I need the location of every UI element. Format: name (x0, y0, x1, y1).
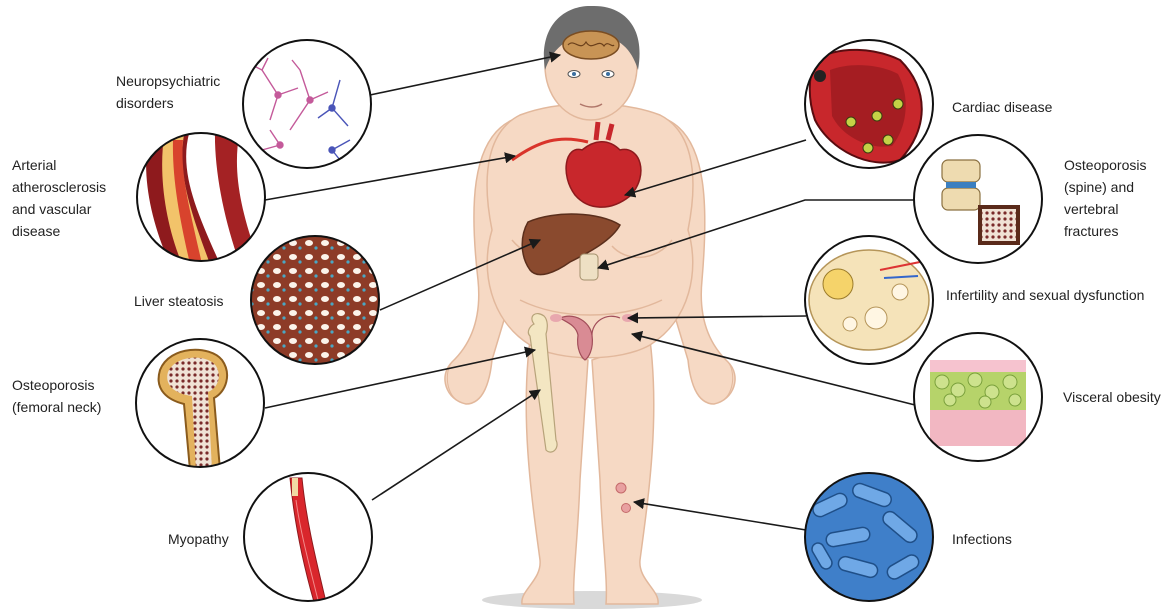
label-line: Infections (952, 528, 1012, 550)
muscle-fibre-icon (244, 473, 372, 602)
arrow-myopathy (372, 390, 540, 500)
label-line: Visceral obesity (1063, 386, 1161, 408)
label-neuropsychiatric: Neuropsychiatric disorders (116, 70, 220, 114)
label-line: disease (12, 220, 106, 242)
fatty-liver-tissue-icon (251, 236, 379, 364)
bacteria-icon (805, 473, 933, 601)
ovary-icon (805, 236, 933, 364)
label-line: vertebral (1064, 198, 1146, 220)
label-line: Myopathy (168, 528, 229, 550)
femur-bone-icon (136, 339, 264, 470)
label-line: (femoral neck) (12, 396, 101, 418)
heart-cross-section-icon (805, 40, 933, 168)
adipose-tissue-icon (914, 333, 1042, 461)
label-line: Arterial (12, 154, 106, 176)
label-spine: Osteoporosis (spine) and vertebral fract… (1064, 154, 1146, 242)
arrow-neuro (370, 55, 560, 95)
label-line: Cardiac disease (952, 96, 1052, 118)
label-line: disorders (116, 92, 220, 114)
floor-shadow (482, 591, 702, 609)
neuron-network-icon (243, 40, 371, 168)
brain-icon (563, 31, 619, 59)
label-line: (spine) and (1064, 176, 1146, 198)
label-femoral: Osteoporosis (femoral neck) (12, 374, 101, 418)
label-line: fractures (1064, 220, 1146, 242)
label-cardiac: Cardiac disease (952, 96, 1052, 118)
vertebra-icon (914, 135, 1042, 263)
label-visceral: Visceral obesity (1063, 386, 1161, 408)
label-line: Osteoporosis (1064, 154, 1146, 176)
label-line: Osteoporosis (12, 374, 101, 396)
left-leg (522, 340, 588, 604)
artery-plaque-icon (137, 130, 265, 264)
skin-lesion-icon (616, 483, 626, 493)
label-line: Liver steatosis (134, 290, 223, 312)
label-line: Neuropsychiatric (116, 70, 220, 92)
label-myopathy: Myopathy (168, 528, 229, 550)
right-leg (592, 340, 658, 604)
skin-lesion-icon (622, 504, 631, 513)
label-infertility: Infertility and sexual dysfunction (946, 284, 1144, 306)
human-figure (445, 6, 735, 609)
vertebra-organ-icon (580, 254, 598, 280)
arrow-infections (634, 502, 806, 530)
label-infections: Infections (952, 528, 1012, 550)
label-line: and vascular (12, 198, 106, 220)
label-liver: Liver steatosis (134, 290, 223, 312)
label-line: Infertility and sexual dysfunction (946, 284, 1144, 306)
label-line: atherosclerosis (12, 176, 106, 198)
label-arterial: Arterial atherosclerosis and vascular di… (12, 154, 106, 242)
